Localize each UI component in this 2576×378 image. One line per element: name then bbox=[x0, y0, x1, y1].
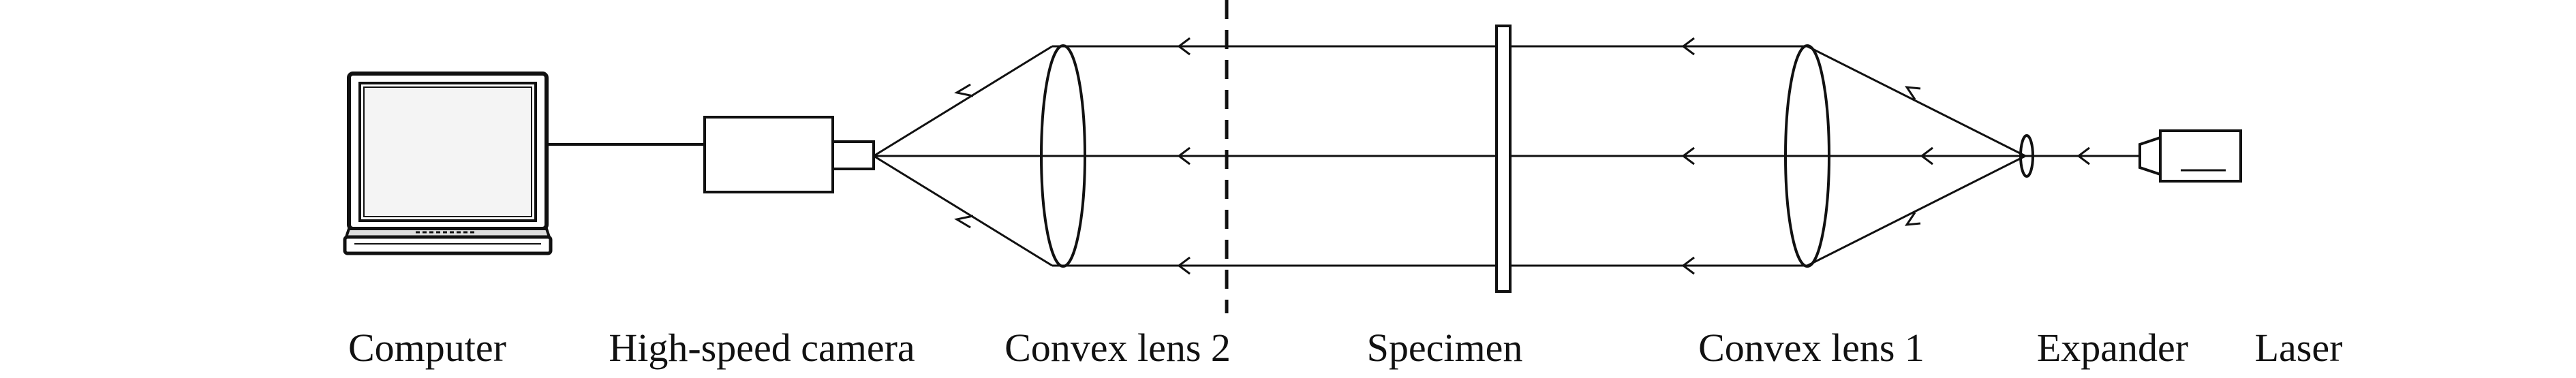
arrow-left-icon bbox=[953, 83, 974, 97]
arrow-left-icon bbox=[1177, 37, 1191, 56]
laser-source-icon bbox=[2138, 129, 2242, 183]
label-specimen: Specimen bbox=[1367, 326, 1523, 370]
specimen-plate bbox=[1495, 25, 1512, 293]
beam-direction-arrows bbox=[953, 37, 2090, 275]
arrow-left-icon bbox=[1681, 146, 1695, 166]
expander-lens bbox=[2019, 134, 2034, 178]
laptop-computer-icon bbox=[343, 72, 553, 255]
arrow-left-icon bbox=[1177, 146, 1191, 166]
convex-lens-1 bbox=[1784, 44, 1830, 268]
label-camera: High-speed camera bbox=[609, 326, 915, 370]
arrow-left-icon bbox=[1920, 146, 1933, 166]
diverging-beam bbox=[1807, 45, 2026, 267]
arrow-left-icon bbox=[1681, 256, 1695, 275]
converging-beam bbox=[873, 45, 1053, 267]
label-computer: Computer bbox=[348, 326, 506, 370]
arrow-left-icon bbox=[2076, 146, 2090, 166]
label-expander: Expander bbox=[2037, 326, 2188, 370]
label-laser: Laser bbox=[2255, 326, 2343, 370]
label-convex-lens-1: Convex lens 1 bbox=[1698, 326, 1925, 370]
arrow-left-icon bbox=[1904, 212, 1921, 226]
label-convex-lens-2: Convex lens 2 bbox=[1005, 326, 1231, 370]
arrow-left-icon bbox=[1177, 256, 1191, 275]
high-speed-camera-icon bbox=[703, 116, 875, 193]
arrow-left-icon bbox=[1904, 86, 1921, 100]
arrow-left-icon bbox=[1681, 37, 1695, 56]
arrow-left-icon bbox=[953, 215, 974, 229]
convex-lens-2 bbox=[1040, 44, 1086, 268]
